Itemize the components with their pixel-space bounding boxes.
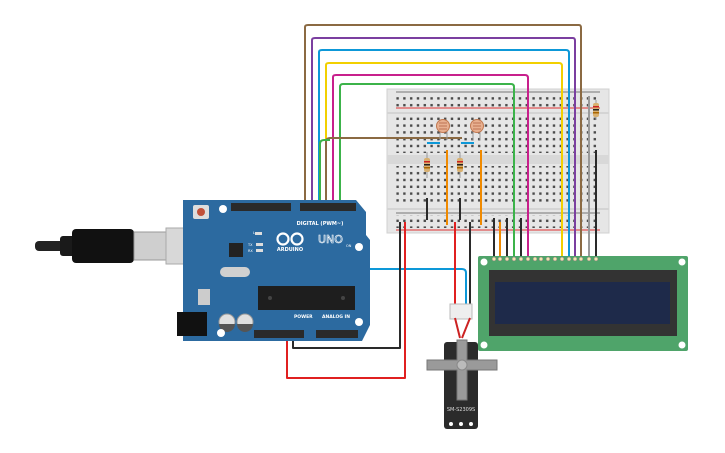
servo-connector	[449, 303, 473, 320]
wire-green-analog[interactable]	[319, 139, 330, 333]
arduino-uno[interactable]: ARDUINO UNO DIGITAL (PWM~) POWER ANALOG …	[177, 200, 370, 341]
wire-blue[interactable]	[318, 49, 570, 258]
chip-small	[229, 243, 243, 257]
wire-green[interactable]	[339, 83, 515, 258]
lcd-pins	[491, 256, 599, 262]
lcd-screen	[495, 282, 670, 324]
crystal	[220, 267, 250, 277]
lcd-16x2[interactable]	[478, 256, 688, 351]
power-jack	[177, 312, 207, 336]
wires	[274, 24, 597, 379]
power-label: POWER	[294, 314, 313, 320]
wire-red-power[interactable]	[286, 222, 406, 379]
atmega-chip	[258, 286, 355, 310]
resistor-3[interactable]	[593, 100, 599, 120]
analog-label: ANALOG IN	[322, 314, 350, 320]
rx-label: RX	[248, 249, 253, 253]
on-label: ON	[346, 244, 352, 248]
resistor-2[interactable]	[457, 152, 463, 178]
model-label: UNO	[318, 233, 343, 246]
l-label: L	[253, 231, 255, 235]
breadboard	[386, 88, 610, 234]
usb-cable	[35, 227, 203, 265]
servo-motor[interactable]: SM-S2309S	[426, 303, 498, 429]
power-header	[254, 330, 304, 338]
digital-header-1	[231, 203, 291, 211]
wire-purple[interactable]	[311, 37, 576, 258]
photoresistor-1[interactable]	[436, 119, 450, 141]
digital-label: DIGITAL (PWM~)	[297, 221, 344, 227]
tx-label: TX	[247, 243, 253, 247]
analog-header	[316, 330, 358, 338]
digital-header-2	[300, 203, 356, 211]
wire-brown[interactable]	[304, 24, 582, 258]
servo-model-label: SM-S2309S	[447, 407, 475, 413]
resistor-1[interactable]	[424, 152, 430, 178]
wire-yellow[interactable]	[325, 62, 563, 258]
photoresistor-2[interactable]	[470, 119, 484, 141]
brand-label: ARDUINO	[277, 247, 303, 253]
arduino-logo-icon	[276, 232, 304, 246]
wire-magenta[interactable]	[332, 74, 529, 258]
voltage-regulator	[198, 289, 210, 305]
